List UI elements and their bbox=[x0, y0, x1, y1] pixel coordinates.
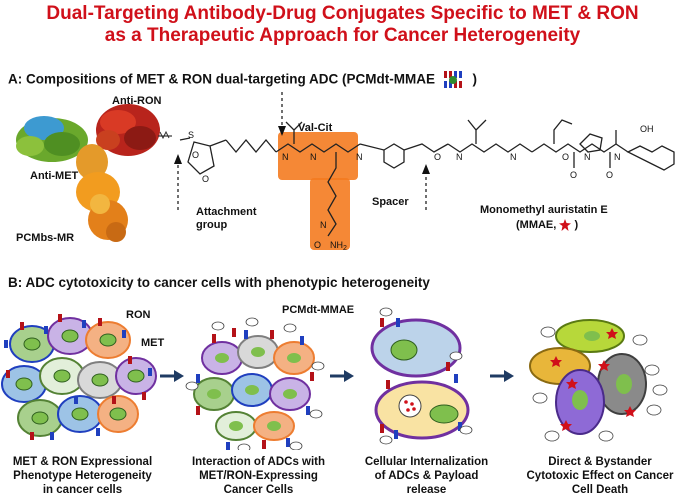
adc-bound-cell-cluster bbox=[185, 317, 325, 450]
atom-n-1: N bbox=[282, 152, 289, 162]
antibody-structure bbox=[16, 104, 172, 242]
wavy-bond bbox=[159, 130, 170, 140]
atom-o-2: O bbox=[192, 150, 199, 160]
internalizing-cells bbox=[370, 307, 473, 445]
atom-o-1: O bbox=[202, 174, 209, 184]
section-a-heading-text: A: Compositions of MET & RON dual-target… bbox=[8, 71, 435, 87]
payload-star-icon bbox=[559, 219, 572, 232]
anti-ron-domain bbox=[96, 104, 160, 156]
atom-n-5: N bbox=[456, 152, 463, 162]
adc-icon bbox=[443, 71, 462, 88]
met-label: MET bbox=[141, 337, 165, 349]
atom-o-5: O bbox=[562, 152, 569, 162]
atom-n-2: N bbox=[310, 152, 317, 162]
section-a-heading-close: ) bbox=[472, 71, 478, 87]
atom-o-3: O bbox=[314, 240, 321, 250]
atom-n-8: N bbox=[614, 152, 621, 162]
attachment-group-label-line-2: group bbox=[196, 219, 228, 231]
atom-o-6: O bbox=[570, 170, 577, 180]
mmae-name-label: Monomethyl auristatin E bbox=[480, 204, 608, 216]
pcmbs-mr-label: PCMbs-MR bbox=[16, 232, 75, 244]
linker-payload-structure: S O O N N N N O NH2 O N N O N N OH O O bbox=[174, 92, 675, 252]
panel-b-illustrations bbox=[1, 307, 668, 450]
ron-label: RON bbox=[126, 309, 151, 321]
pointer-arrows bbox=[177, 92, 427, 210]
arrow-1 bbox=[160, 370, 184, 382]
arrow-3 bbox=[490, 370, 514, 382]
title-line-1: Dual-Targeting Antibody-Drug Conjugates … bbox=[46, 3, 639, 24]
pcmdt-mmae-label: PCMdt-MMAE bbox=[282, 304, 355, 316]
val-cit-label: Val-Cit bbox=[298, 122, 333, 134]
arrow-2 bbox=[330, 370, 354, 382]
atom-n-3: N bbox=[356, 152, 363, 162]
spacer-label: Spacer bbox=[372, 196, 409, 208]
section-a-heading: A: Compositions of MET & RON dual-target… bbox=[8, 70, 477, 90]
mmae-abbrev-label: (MMAE, ) bbox=[516, 219, 579, 232]
atom-n-4: N bbox=[320, 220, 327, 230]
fc-domain bbox=[76, 144, 128, 242]
title-line-2: as a Therapeutic Approach for Cancer Het… bbox=[104, 25, 581, 46]
atom-o-4: O bbox=[434, 152, 441, 162]
dying-cells bbox=[529, 319, 668, 442]
atom-nh2: NH2 bbox=[330, 240, 347, 252]
atom-o-7: O bbox=[606, 170, 613, 180]
anti-ron-label: Anti-RON bbox=[112, 95, 162, 107]
attachment-group-label-line-1: Attachment bbox=[196, 206, 257, 218]
val-cit-highlight bbox=[278, 132, 358, 180]
anti-met-label: Anti-MET bbox=[30, 170, 79, 182]
atom-labels: S O O N N N N O NH2 O N N O N N OH O O bbox=[188, 124, 654, 252]
atom-oh: OH bbox=[640, 124, 654, 134]
section-b-heading: B: ADC cytotoxicity to cancer cells with… bbox=[8, 275, 430, 290]
anti-met-domain bbox=[16, 116, 88, 162]
atom-n-7: N bbox=[584, 152, 591, 162]
atom-n-6: N bbox=[510, 152, 517, 162]
atom-s: S bbox=[188, 130, 194, 140]
heterogeneous-cell-cluster bbox=[1, 314, 157, 440]
